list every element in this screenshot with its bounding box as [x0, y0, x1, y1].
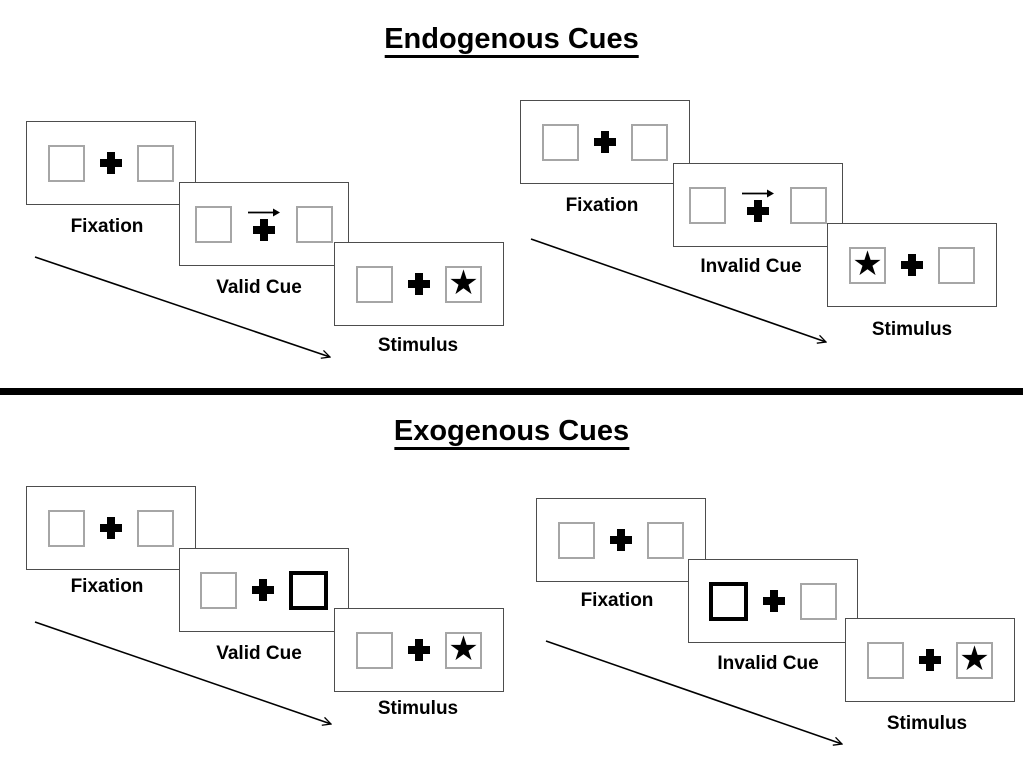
left-placeholder-box [867, 641, 904, 679]
fixation-panel [26, 486, 196, 570]
right-highlighted-cue-box [289, 570, 328, 610]
left-placeholder-box [200, 571, 237, 609]
fixation-cross-icon [747, 200, 769, 222]
left-highlighted-cue-box [709, 581, 748, 621]
step-label-stimulus: Stimulus [871, 319, 953, 340]
valid-cue-panel [179, 548, 349, 632]
invalid-cue-panel [673, 163, 843, 247]
endogenous-section-title: Endogenous Cues [384, 24, 639, 59]
fixation-cross-icon [901, 254, 923, 276]
star-target-icon: ★ [448, 264, 479, 302]
fixation-cross-icon [408, 273, 430, 295]
right-placeholder-box [647, 521, 684, 559]
fixation-cross-icon [610, 529, 632, 551]
right-placeholder-box [938, 246, 975, 284]
left-placeholder-box [356, 631, 393, 669]
fixation-cross-icon [100, 152, 122, 174]
stimulus-panel: ★ [827, 223, 997, 307]
step-label-fixation: Fixation [580, 590, 654, 611]
step-label-valid-cue: Valid Cue [216, 277, 302, 298]
step-label-stimulus: Stimulus [377, 698, 459, 719]
left-placeholder-box [48, 509, 85, 547]
step-label-stimulus: Stimulus [886, 713, 968, 734]
fixation-cross-icon [594, 131, 616, 153]
exogenous-section-title: Exogenous Cues [393, 416, 630, 451]
star-target-icon: ★ [852, 245, 883, 283]
step-label-stimulus: Stimulus [377, 335, 459, 356]
step-label-fixation: Fixation [565, 195, 639, 216]
fixation-cross-icon [100, 517, 122, 539]
left-placeholder-box [558, 521, 595, 559]
fixation-cross-icon [253, 219, 275, 241]
stimulus-panel: ★ [334, 242, 504, 326]
right-placeholder-box [800, 582, 837, 620]
section-divider [0, 388, 1023, 395]
right-target-box: ★ [445, 630, 482, 669]
left-placeholder-box [356, 265, 393, 303]
exogenous-valid-time-arrow [34, 621, 331, 724]
right-target-box: ★ [956, 640, 993, 679]
right-placeholder-box [631, 123, 668, 161]
fixation-panel [26, 121, 196, 205]
step-label-fixation: Fixation [70, 576, 144, 597]
fixation-panel [520, 100, 690, 184]
left-target-box: ★ [849, 245, 886, 284]
invalid-cue-panel [688, 559, 858, 643]
endogenous-valid-time-arrow [34, 256, 330, 357]
left-placeholder-box [195, 205, 232, 243]
step-label-valid-cue: Valid Cue [216, 643, 302, 664]
left-placeholder-box [542, 123, 579, 161]
star-target-icon: ★ [448, 630, 479, 668]
right-placeholder-box [790, 186, 827, 224]
fixation-cross-icon [763, 590, 785, 612]
step-label-invalid-cue: Invalid Cue [700, 256, 802, 277]
step-label-invalid-cue: Invalid Cue [717, 653, 819, 674]
left-placeholder-box [48, 144, 85, 182]
fixation-cross-icon [252, 579, 274, 601]
right-placeholder-box [296, 205, 333, 243]
fixation-cross-icon [919, 649, 941, 671]
fixation-panel [536, 498, 706, 582]
right-target-box: ★ [445, 264, 482, 303]
stimulus-panel: ★ [845, 618, 1015, 702]
step-label-fixation: Fixation [70, 216, 144, 237]
star-target-icon: ★ [959, 640, 990, 678]
right-placeholder-box [137, 144, 174, 182]
valid-cue-panel [179, 182, 349, 266]
right-placeholder-box [137, 509, 174, 547]
right-arrow-cue-icon [742, 189, 774, 198]
left-placeholder-box [689, 186, 726, 224]
endogenous-invalid-time-arrow [530, 238, 826, 342]
fixation-cross-icon [408, 639, 430, 661]
stimulus-panel: ★ [334, 608, 504, 692]
right-arrow-cue-icon [248, 208, 280, 217]
